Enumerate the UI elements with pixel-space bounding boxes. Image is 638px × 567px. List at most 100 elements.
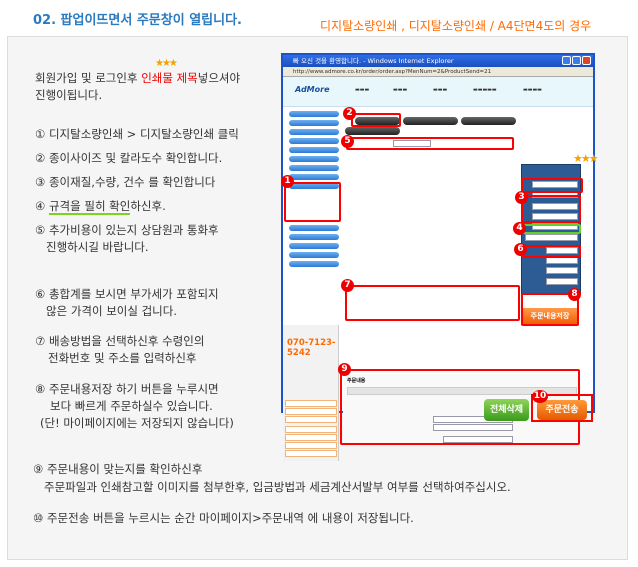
nav-item: ▬▬▬ xyxy=(433,87,448,93)
sidebar-button xyxy=(289,156,339,162)
info-row xyxy=(285,408,337,415)
step-9: ⑨ 주문내용이 맞는지를 확인하신후 xyxy=(33,462,203,476)
sidebar-button xyxy=(289,147,339,153)
badge-6: 6 xyxy=(514,243,527,256)
order-section-title: 주문내용 xyxy=(347,378,366,384)
sidebar-button xyxy=(289,243,339,249)
phone-number: 070-7123-5242 xyxy=(287,338,336,358)
window-body: 1 2 5 ★★★ 3 4 6 7 주문내용저장 xyxy=(281,107,599,461)
minimize-icon xyxy=(562,56,571,65)
extra-cost-select xyxy=(393,140,431,147)
payment-select xyxy=(443,436,513,443)
badge-4: 4 xyxy=(513,222,526,235)
price-field xyxy=(546,257,578,264)
info-row xyxy=(285,434,337,441)
info-row xyxy=(285,426,337,433)
total-field xyxy=(546,278,578,285)
step-8-note: (단! 마이페이지에는 저장되지 않습니다) xyxy=(40,416,234,430)
badge-1: 1 xyxy=(281,175,294,188)
size-fields xyxy=(525,234,578,241)
intro-highlight: 인쇄물 제목 xyxy=(141,71,198,85)
intro-line-2: 진행이됩니다. xyxy=(35,88,103,102)
step-text: ④ xyxy=(35,199,49,213)
sidebar-button xyxy=(289,183,339,189)
intro-text: 넣으셔야 xyxy=(197,71,241,85)
site-header: AdMore ▬▬▬ ▬▬▬ ▬▬▬ ▬▬▬▬▬ ▬▬▬▬ xyxy=(283,77,593,107)
price-field xyxy=(546,247,578,254)
sidebar-button xyxy=(289,138,339,144)
send-order-button: 주문전송 xyxy=(537,400,587,420)
step-7: ⑦ 배송방법을 선택하신후 수령인의 xyxy=(35,334,205,348)
sidebar-button xyxy=(289,111,339,117)
badge-10: 10 xyxy=(532,390,548,403)
price-field xyxy=(546,267,578,274)
badge-5: 5 xyxy=(341,135,354,148)
highlight-10 xyxy=(531,394,593,422)
badge-9: 9 xyxy=(338,363,351,376)
intro-line-1: 회원가입 및 로그인후 인쇄물 제목넣으셔야 xyxy=(35,70,240,87)
highlight-7 xyxy=(345,285,520,321)
step-8: ⑧ 주문내용저장 하기 버튼을 누루시면 xyxy=(35,382,219,396)
page-title: 02. 팝업이뜨면서 주문창이 열립니다. xyxy=(33,13,242,28)
size-button xyxy=(355,117,400,125)
sidebar-button xyxy=(289,129,339,135)
highlight-6 xyxy=(521,245,581,258)
intro-text: 회원가입 및 로그인후 xyxy=(35,71,142,85)
save-order-button: 주문내용저장 xyxy=(521,308,579,325)
file-field xyxy=(433,424,513,431)
badge-7: 7 xyxy=(341,279,354,292)
nav-item: ▬▬▬▬ xyxy=(523,87,542,93)
badge-8: 8 xyxy=(568,288,581,301)
page-subtitle: 디지탈소량인쇄 , 디지탈소량인쇄 / A4단면4도의 경우 xyxy=(320,19,592,33)
stars-icon: ★★★ xyxy=(155,58,178,69)
sidebar-button xyxy=(289,261,339,267)
highlight-4 xyxy=(521,224,581,234)
count-select xyxy=(532,223,578,230)
step-6: ⑥ 총합계를 보시면 부가세가 포함되지 xyxy=(35,287,219,301)
highlight-2 xyxy=(351,113,401,127)
highlight-1 xyxy=(284,182,341,222)
quantity-field xyxy=(532,213,578,220)
info-row xyxy=(285,416,337,423)
sidebar-button xyxy=(289,120,339,126)
step-9-cont: 주문파일과 인쇄참고할 이미지를 첨부한후, 입금방법과 세금계산서발부 여부를… xyxy=(44,480,511,494)
nav-item: ▬▬▬▬▬ xyxy=(473,87,497,93)
step-3: ③ 종이재질,수량, 건수 를 확인합니다 xyxy=(35,175,216,189)
sidebar-button xyxy=(289,234,339,240)
sidebar-button xyxy=(289,225,339,231)
highlight-3 xyxy=(521,195,581,223)
size-button xyxy=(461,117,516,125)
step-2: ② 종이사이즈 및 칼라도수 확인합니다. xyxy=(35,151,223,165)
info-row xyxy=(285,450,337,457)
delete-all-button: 전체삭제 xyxy=(484,399,529,421)
paper-select xyxy=(532,203,578,210)
sidebar-button xyxy=(289,252,339,258)
step-5: ⑤ 추가비용이 있는지 상담원과 통화후 xyxy=(35,223,219,237)
size-button xyxy=(345,127,400,135)
nav-item: ▬▬▬ xyxy=(355,87,370,93)
step-6-cont: 않은 가격이 보이실 겁니다. xyxy=(46,304,178,318)
maximize-icon xyxy=(572,56,581,65)
close-icon xyxy=(582,56,591,65)
info-row xyxy=(285,442,337,449)
stars-icon: ★★★ xyxy=(573,152,599,165)
highlight-title xyxy=(521,178,583,193)
site-logo: AdMore xyxy=(295,85,330,94)
step-10: ⑩ 주문전송 버튼을 누르시는 순간 마이페이지>주문내역 에 내용이 저장됩니… xyxy=(33,511,414,525)
nav-item: ▬▬▬ xyxy=(393,87,408,93)
info-row xyxy=(285,400,337,407)
step-5-cont: 진행하시길 바랍니다. xyxy=(46,240,149,254)
badge-3: 3 xyxy=(515,191,528,204)
highlight-8 xyxy=(521,293,579,326)
window-titlebar: 빠 오신 것을 환영합니다. - Windows Internet Explor… xyxy=(283,55,593,67)
sidebar-button xyxy=(289,174,339,180)
step-4: ④ 규격을 필히 확인하신후. xyxy=(35,198,166,215)
step-1: ① 디지탈소량인쇄 > 디지탈소량인쇄 클릭 xyxy=(35,127,239,141)
address-bar: http://www.admore.co.kr/order/order.asp?… xyxy=(283,67,593,77)
sidebar-button xyxy=(289,165,339,171)
step-text: 하신후. xyxy=(130,199,166,213)
step-7-cont: 전화번호 및 주소를 입력하신후 xyxy=(48,351,197,365)
badge-2: 2 xyxy=(343,107,356,120)
window-title: 빠 오신 것을 환영합니다. - Windows Internet Explor… xyxy=(293,57,454,65)
step-8-cont: 보다 빠르게 주문하실수 있습니다. xyxy=(50,399,213,413)
